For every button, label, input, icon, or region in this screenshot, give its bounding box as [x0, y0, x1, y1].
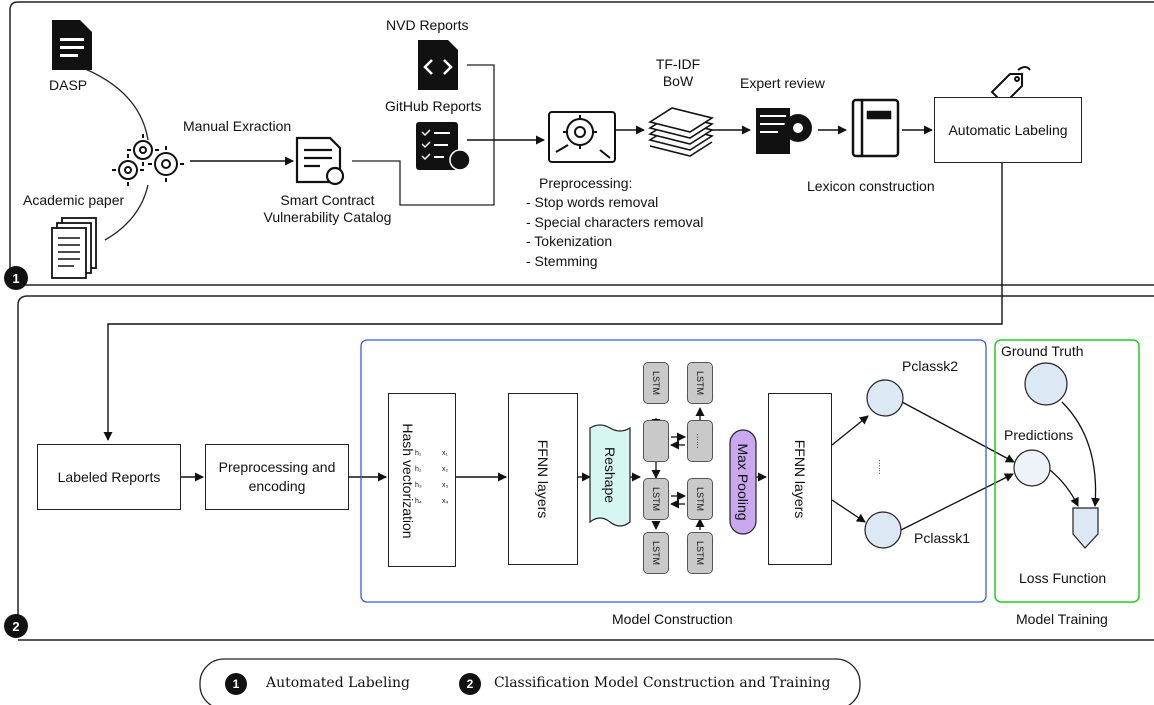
lstm-cell: LSTM	[687, 362, 713, 404]
max-pooling-block: Max Pooling	[730, 430, 756, 534]
pclass2-node	[866, 379, 904, 417]
pclass1-label: Pclassk1	[914, 530, 971, 546]
nvd-reports-label: NVD Reports	[386, 17, 469, 33]
legend-frame	[199, 658, 861, 705]
class-ellipsis: ......	[862, 457, 902, 477]
reshape-block: Reshape	[590, 428, 630, 522]
hash-vectorization-box: Hash vectorization h₁ h₂ h₃ h₄ x₁ x₂ x₃ …	[388, 393, 456, 567]
legend-label-2: Classification Model Construction and Tr…	[494, 675, 831, 691]
ffnn-layers-label-1: FFNN layers	[535, 439, 551, 519]
reshape-shape	[589, 424, 631, 527]
max-pooling-shape	[729, 429, 757, 535]
lstm-cell: LSTM	[687, 532, 713, 574]
catalog-document-icon	[295, 136, 345, 186]
pclass2-label: Pclassk2	[902, 358, 959, 374]
lstm-cell: ......	[687, 420, 713, 462]
loss-function-label: Loss Function	[1019, 570, 1107, 586]
lstm-cell: LSTM	[643, 532, 669, 574]
ffnn-layers-box-1: FFNN layers	[508, 393, 578, 565]
legend-badge-1: 1	[225, 673, 247, 695]
automatic-labeling-box: Automatic Labeling	[934, 97, 1082, 163]
lstm-cell: LSTM	[643, 478, 669, 520]
preprocessing-steps: - Stop words removal - Special character…	[526, 193, 703, 271]
lstm-dots: ......	[695, 433, 705, 449]
github-checklist-icon	[416, 122, 471, 171]
lstm-cell: LSTM	[687, 478, 713, 520]
preprocessing-title: Preprocessing:	[539, 175, 633, 191]
lstm-label: LSTM	[695, 540, 705, 566]
model-construction-frame	[360, 339, 987, 603]
hash-output: x₃	[442, 482, 449, 489]
preprocessing-encoding-line1: Preprocessing and	[218, 459, 336, 475]
hash-output: x₁	[442, 450, 448, 457]
hash-vectorization-label: Hash vectorization	[400, 423, 416, 539]
expert-review-label: Expert review	[740, 75, 825, 91]
catalog-label-line1: Smart Contract	[280, 192, 375, 208]
ffnn-layers-box-2: FFNN layers	[768, 393, 832, 565]
hash-cell: h₄	[415, 498, 422, 505]
class-ellipsis-label: ......	[877, 459, 887, 475]
lexicon-construction-label: Lexicon construction	[807, 178, 935, 194]
expert-review-icon	[756, 108, 812, 154]
reshape-label: Reshape	[602, 446, 618, 504]
dasp-label: DASP	[49, 77, 88, 93]
predictions-node	[1013, 449, 1051, 487]
lstm-label: LSTM	[695, 486, 705, 512]
model-training-label: Model Training	[1016, 611, 1108, 627]
github-reports-label: GitHub Reports	[385, 98, 482, 114]
hash-cells: h₁ h₂ h₃ h₄	[415, 446, 422, 510]
preprocessing-step: - Special characters removal	[526, 213, 704, 230]
lstm-label: LSTM	[651, 370, 661, 396]
tfidf-label: TF-IDF	[655, 56, 701, 72]
preprocessing-gear-icon	[548, 111, 616, 163]
lstm-cell	[643, 420, 669, 462]
tfidf-bow-label: TF-IDF BoW	[650, 56, 706, 90]
preprocessing-encoding-box: Preprocessing and encoding	[205, 444, 349, 510]
predictions-label: Predictions	[1004, 427, 1074, 443]
lstm-label: LSTM	[651, 540, 661, 566]
manual-extraction-label: Manual Exraction	[183, 118, 292, 134]
hash-output: x₄	[442, 498, 449, 505]
lstm-label: LSTM	[695, 370, 705, 396]
ground-truth-node	[1024, 362, 1068, 406]
ffnn-layers-label-2: FFNN layers	[792, 439, 808, 519]
lstm-cell: LSTM	[643, 362, 669, 404]
hash-cell: h₃	[415, 482, 422, 489]
section1-frame	[9, 1, 1154, 285]
preprocessing-step: - Stemming	[526, 252, 598, 269]
lexicon-book-icon	[851, 98, 900, 158]
catalog-label: Smart Contract Vulnerability Catalog	[250, 192, 405, 226]
model-training-frame	[994, 339, 1140, 603]
dasp-document-icon	[52, 20, 92, 70]
nvd-code-file-icon	[418, 40, 458, 90]
hash-outputs: x₁ x₂ x₃ x₄	[442, 446, 448, 510]
tfidf-stack-icon	[647, 107, 715, 157]
section1-badge: 1	[4, 266, 28, 290]
section2-frame	[17, 295, 1154, 625]
bow-label: BoW	[662, 73, 694, 89]
section2-badge: 2	[4, 614, 28, 638]
hash-output: x₂	[442, 466, 449, 473]
hash-cell: h₂	[415, 466, 422, 473]
labeled-reports-box: Labeled Reports	[37, 444, 181, 510]
lstm-label: LSTM	[651, 486, 661, 512]
preprocessing-step: - Stop words removal	[526, 194, 659, 210]
preprocessing-encoding-line2: encoding	[248, 478, 306, 494]
preprocessing-step: - Tokenization	[526, 233, 613, 249]
model-construction-label: Model Construction	[612, 611, 733, 627]
legend-label-1: Automated Labeling	[266, 675, 410, 691]
loss-function-node	[1072, 507, 1099, 549]
papers-stack-icon	[51, 217, 97, 279]
legend-badge-2: 2	[459, 673, 481, 695]
academic-paper-label: Academic paper	[23, 192, 125, 208]
gears-icon	[112, 134, 184, 186]
ground-truth-label: Ground Truth	[1001, 343, 1084, 359]
max-pooling-label: Max Pooling	[735, 443, 751, 521]
catalog-label-line2: Vulnerability Catalog	[263, 209, 392, 225]
hash-cell: h₁	[415, 450, 422, 457]
pclass1-node	[864, 511, 902, 549]
